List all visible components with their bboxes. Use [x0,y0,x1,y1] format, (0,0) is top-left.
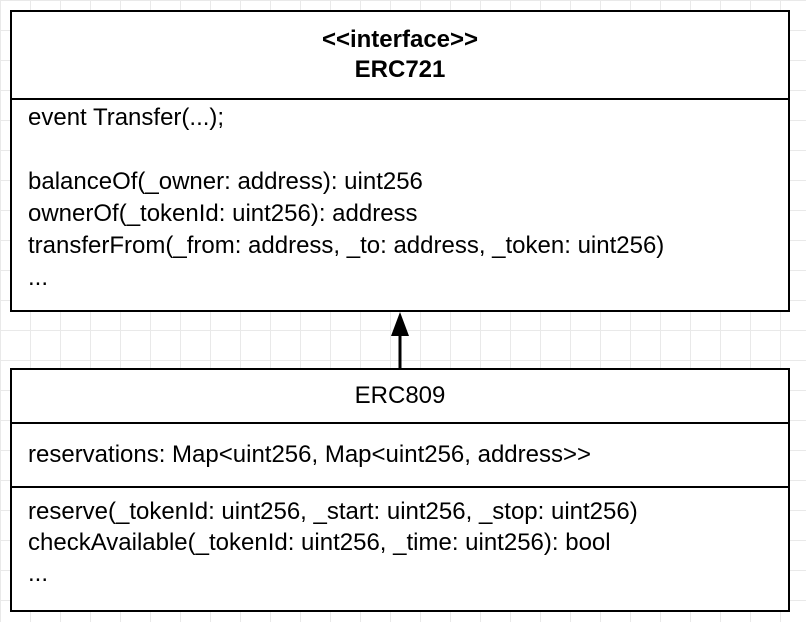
erc721-class-name: ERC721 [354,56,446,83]
erc809-operations: reserve(_tokenId: uint256, _start: uint2… [12,488,788,589]
erc721-members: event Transfer(...); balanceOf(_owner: a… [12,100,788,294]
erc721-member-ownerof: ownerOf(_tokenId: uint256): address [28,200,418,227]
erc809-attributes: reservations: Map<uint256, Map<uint256, … [12,424,788,488]
erc809-attr-reservations: reservations: Map<uint256, Map<uint256, … [28,441,592,468]
erc721-member-balanceof: balanceOf(_owner: address): uint256 [28,168,423,195]
erc809-op-reserve: reserve(_tokenId: uint256, _start: uint2… [28,498,638,525]
erc721-header: <<interface>> ERC721 [12,12,788,100]
erc809-class-name: ERC809 [354,382,446,409]
erc721-interface-box: <<interface>> ERC721 event Transfer(...)… [10,10,790,312]
erc721-member-transferfrom: transferFrom(_from: address, _to: addres… [28,232,665,259]
erc809-op-ellipsis: ... [28,560,49,587]
erc721-member-transfer-event: event Transfer(...); [28,104,225,131]
erc809-op-checkavailable: checkAvailable(_tokenId: uint256, _time:… [28,529,611,556]
erc809-class-box: ERC809 reservations: Map<uint256, Map<ui… [10,368,790,612]
erc721-stereotype: <<interface>> [321,26,479,53]
erc809-header: ERC809 [12,370,788,424]
erc721-member-ellipsis: ... [28,264,49,291]
arrow-head [391,312,409,336]
